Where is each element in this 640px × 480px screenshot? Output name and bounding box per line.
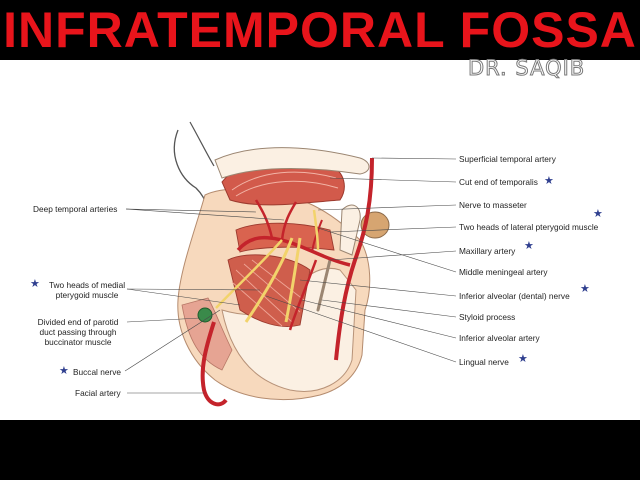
condyle: [339, 204, 361, 256]
anatomy-illustration: [124, 121, 457, 407]
label-facial-artery: Facial artery: [75, 388, 121, 398]
star-icon: ★: [544, 175, 554, 187]
star-icon: ★: [518, 353, 528, 365]
label-medial-pterygoid-line2: pterygoid muscle: [55, 290, 119, 300]
author-name: DR. SAQIB: [467, 56, 586, 81]
label-deep-temporal-arteries: Deep temporal arteries: [33, 204, 118, 214]
label-buccal-nerve: Buccal nerve: [73, 367, 121, 377]
deep-temporal-arteries: [254, 199, 298, 241]
label-medial-pterygoid: Two heads of medial pterygoid muscle: [44, 280, 130, 300]
inferior-alveolar-nerve: [284, 237, 302, 323]
label-maxillary-artery: Maxillary artery: [459, 246, 516, 256]
star-icon: ★: [59, 365, 69, 377]
label-superficial-temporal-artery: Superficial temporal artery: [459, 154, 556, 164]
label-inferior-alveolar-nerve: Inferior alveolar (dental) nerve: [459, 291, 570, 301]
label-styloid-process: Styloid process: [459, 312, 516, 322]
facial-artery: [200, 321, 228, 407]
buccal-nerve: [215, 239, 283, 309]
label-parotid-duct: Divided end of parotid duct passing thro…: [28, 317, 128, 347]
label-medial-pterygoid-line1: Two heads of medial: [48, 280, 126, 290]
label-nerve-to-masseter: Nerve to masseter: [459, 200, 527, 210]
inferior-alveolar-artery: [288, 259, 318, 331]
label-parotid-line2: duct passing through: [39, 327, 117, 337]
lateral-pterygoid: [235, 222, 335, 253]
label-parotid-line3: buccinator muscle: [44, 337, 112, 347]
temporalis-fibers: [231, 171, 339, 197]
maxillary-artery: [236, 235, 351, 267]
label-parotid-line1: Divided end of parotid: [37, 317, 119, 327]
star-icon: ★: [580, 283, 590, 295]
nerve-to-masseter: [312, 209, 320, 251]
star-icon: ★: [593, 208, 603, 220]
buccinator-muscle: [181, 297, 233, 371]
star-icon: ★: [524, 240, 534, 252]
superficial-temporal-artery: [334, 157, 374, 361]
page-title: INFRATEMPORAL FOSSA: [3, 2, 637, 58]
label-cut-end-temporalis: Cut end of temporalis: [459, 177, 538, 187]
styloid-process: [316, 258, 332, 312]
zygomatic-arch: [214, 147, 370, 179]
leader-lines: [124, 157, 457, 394]
label-lingual-nerve: Lingual nerve: [459, 357, 509, 367]
label-lateral-pterygoid: Two heads of lateral pterygoid muscle: [459, 222, 599, 232]
label-inferior-alveolar-artery: Inferior alveolar artery: [459, 333, 540, 343]
diagram-area: Superficial temporal artery Cut end of t…: [0, 60, 640, 420]
label-middle-meningeal-artery: Middle meningeal artery: [459, 267, 548, 277]
lingual-nerve: [244, 237, 294, 323]
nose-outline: [189, 121, 215, 167]
star-icon: ★: [30, 278, 40, 290]
